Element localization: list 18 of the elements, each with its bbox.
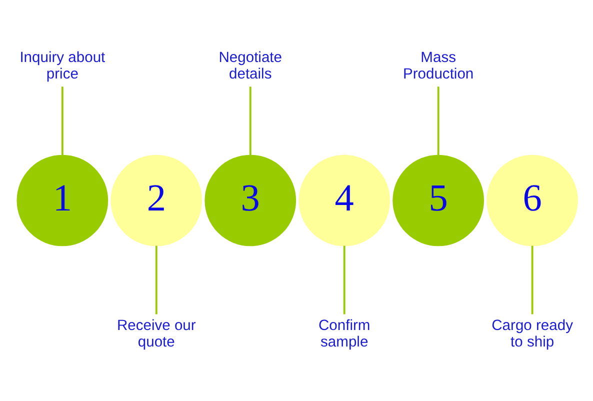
connector [437,86,440,156]
node-text: Inquiry about price [20,50,106,82]
connector [249,86,252,156]
node-text: Receive our quote [116,318,196,350]
connector [61,86,64,156]
connector [155,246,158,314]
node-circle: 2 [110,154,202,246]
connector [343,246,346,314]
node-circle: 4 [298,154,390,246]
node-text: Cargo ready to ship [492,318,573,350]
node-circle: 6 [486,154,578,246]
node-text: Negotiate details [218,50,282,82]
node-circle: 1 [16,154,108,246]
node-text: Mass Production [403,50,474,82]
node-circle: 5 [392,154,484,246]
connector [531,246,534,314]
node-circle: 3 [204,154,296,246]
node-text: Confirm sample [318,318,370,350]
